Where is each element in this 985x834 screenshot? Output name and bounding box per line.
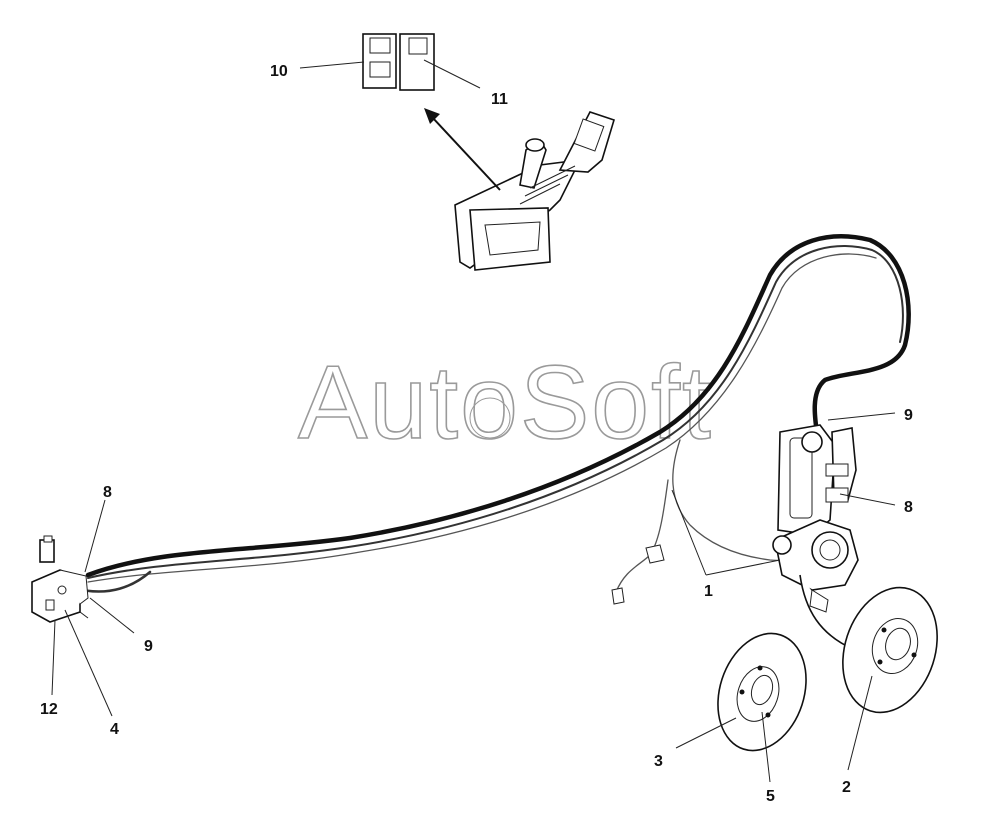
brake-disc-small — [717, 632, 807, 752]
brake-disc-large — [842, 586, 938, 714]
callout-1: 1 — [704, 583, 713, 600]
watermark-seal — [469, 397, 511, 439]
callout-10: 10 — [270, 63, 288, 80]
callouts: 10 11 8 9 9 8 1 12 4 3 5 2 — [40, 63, 913, 805]
leader-lines — [51, 59, 896, 783]
callout-2: 2 — [842, 779, 851, 796]
callout-9-left: 9 — [144, 638, 153, 655]
callout-11: 11 — [491, 91, 508, 108]
callout-9-right: 9 — [904, 407, 913, 424]
location-arrow — [424, 108, 501, 191]
control-block — [31, 535, 89, 623]
callout-12: 12 — [40, 701, 58, 718]
callout-8-left: 8 — [103, 484, 112, 501]
callout-5: 5 — [766, 788, 775, 805]
control-console — [454, 111, 615, 271]
callout-8-right: 8 — [904, 499, 913, 516]
label-plate-10 — [362, 33, 397, 89]
valve-assembly — [611, 424, 859, 651]
watermark-logo: AutoSoft — [298, 345, 713, 461]
callout-4: 4 — [110, 721, 119, 738]
callout-3: 3 — [654, 753, 663, 770]
